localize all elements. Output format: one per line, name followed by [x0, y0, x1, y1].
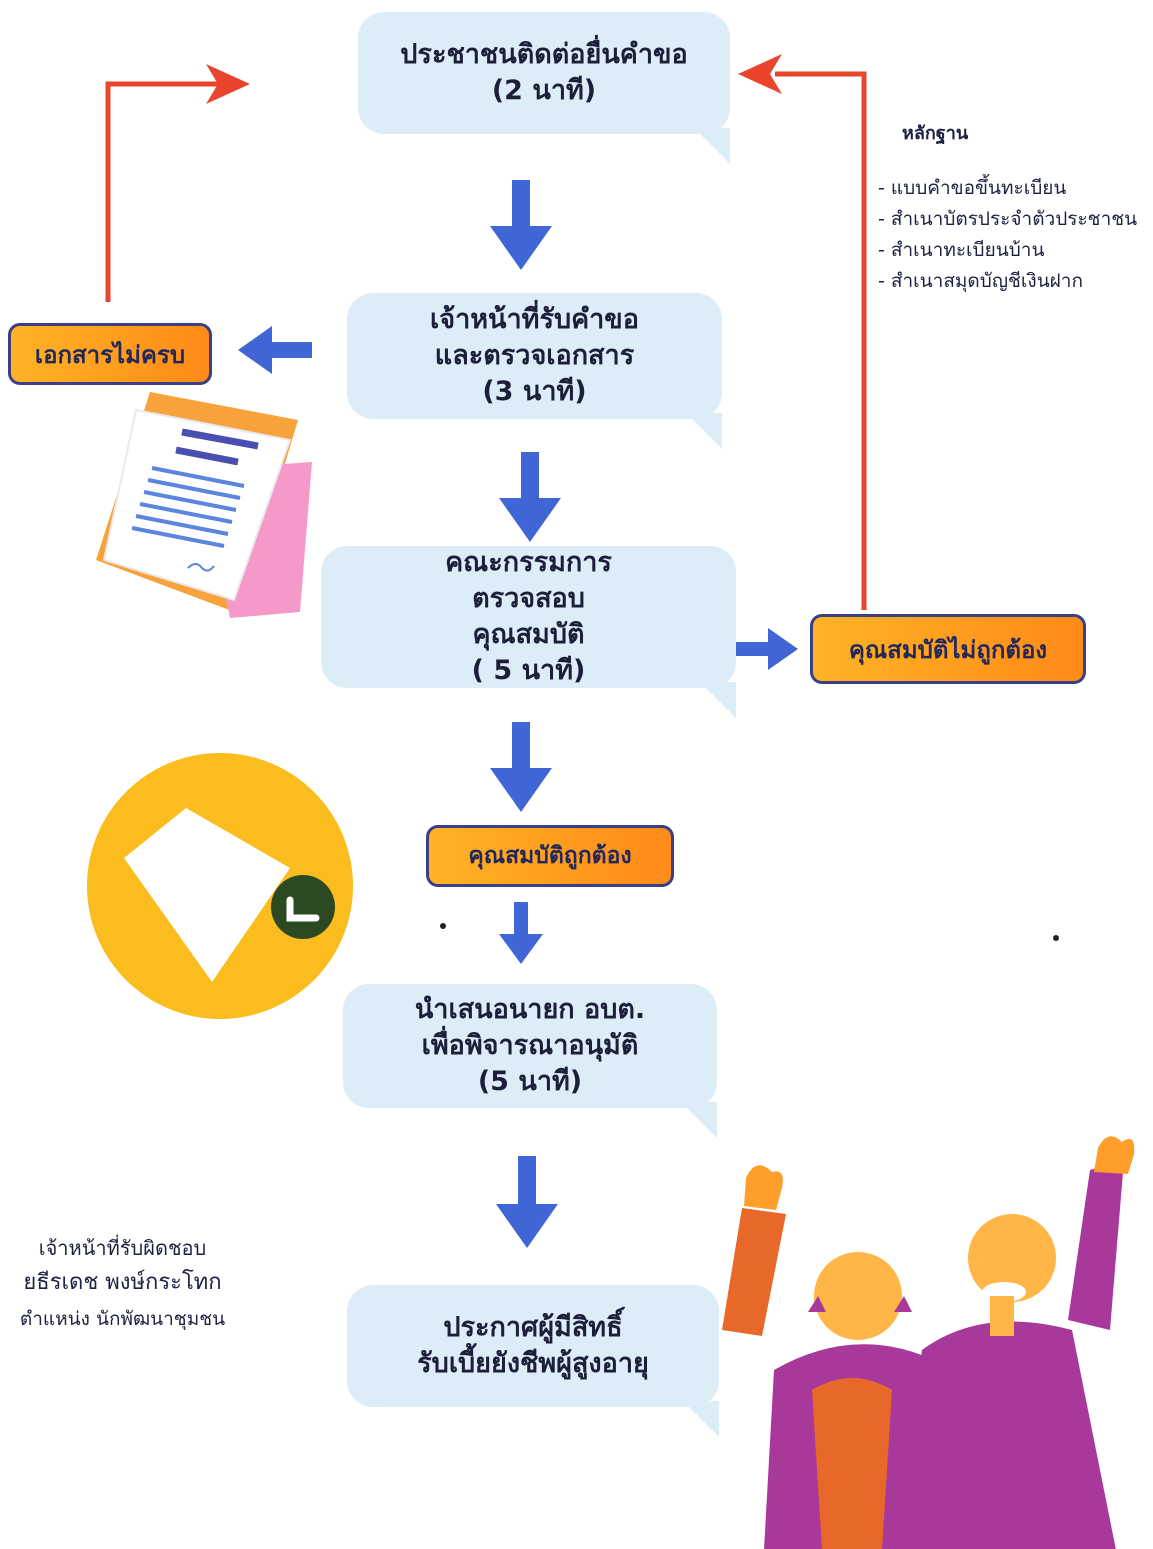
evidence-title: หลักฐาน [902, 123, 969, 144]
return-arrow-right-head [738, 54, 782, 94]
responsible-name: ยธีรเดช พงษ์กระโทก [23, 1270, 222, 1295]
step-submit-line1: ประชาชนติดต่อยื่นคำขอ [400, 39, 688, 70]
down-arrow-1 [490, 180, 552, 270]
step-receive-line1: เจ้าหน้าที่รับคำขอ [430, 304, 639, 335]
step-propose-line2: เพื่อพิจารณาอนุมัติ [421, 1030, 639, 1061]
step-committee-line3: คุณสมบัติ [472, 619, 585, 650]
tag-valid-qualification: คุณสมบัติถูกต้อง [426, 825, 674, 887]
step-propose-line3: (5 นาที) [477, 1066, 583, 1097]
document-illustration [96, 392, 312, 618]
responsible-heading: เจ้าหน้าที่รับผิดชอบ [38, 1236, 207, 1260]
dot [1053, 935, 1059, 941]
step-committee-check: คณะกรรมการ ตรวจสอบ คุณสมบัติ ( 5 นาที) [321, 546, 736, 718]
return-arrow-right-line [775, 71, 867, 610]
step-announce: ประกาศผู้มีสิทธิ์ รับเบี้ยยังชีพผู้สูงอา… [347, 1285, 719, 1437]
down-arrow-2 [499, 452, 561, 542]
responsible-position: ตำแหน่ง นักพัฒนาชุมชน [19, 1308, 226, 1330]
evidence-list: หลักฐาน - แบบคำขอขึ้นทะเบียน - สำเนาบัตร… [878, 118, 1137, 297]
return-arrow-left-head [206, 64, 250, 104]
left-arrow [238, 326, 312, 374]
evidence-item: - สำเนาสมุดบัญชีเงินฝาก [878, 270, 1083, 292]
down-arrow-4 [499, 902, 543, 964]
step-committee-line1: คณะกรรมการ [445, 547, 612, 578]
evidence-item: - สำเนาทะเบียนบ้าน [878, 239, 1045, 261]
step-committee-line2: ตรวจสอบ [472, 583, 585, 614]
tag-incomplete-documents: เอกสารไม่ครบ [8, 323, 212, 385]
step-submit-line2: (2 นาที) [491, 75, 597, 106]
tag-invalid-qualification: คุณสมบัติไม่ถูกต้อง [810, 614, 1086, 684]
step-receive-line3: (3 นาที) [482, 376, 587, 407]
evidence-item: - สำเนาบัตรประจำตัวประชาชน [878, 208, 1138, 230]
elderly-couple-illustration [722, 1136, 1135, 1549]
evidence-item: - แบบคำขอขึ้นทะเบียน [878, 177, 1067, 199]
step-announce-line2: รับเบี้ยยังชีพผู้สูงอายุ [417, 1348, 649, 1379]
right-arrow [734, 628, 798, 670]
down-arrow-3 [490, 722, 552, 812]
step-receive-line2: และตรวจเอกสาร [434, 340, 635, 371]
step-announce-line1: ประกาศผู้มีสิทธิ์ [443, 1312, 623, 1343]
step-propose-mayor: นำเสนอนายก อบต. เพื่อพิจารณาอนุมัติ (5 น… [343, 984, 717, 1138]
step-committee-line4: ( 5 นาที) [471, 655, 586, 686]
approved-badge-illustration [87, 753, 353, 1019]
dot [440, 923, 446, 929]
return-arrow-left-line [105, 81, 218, 302]
step-officer-receive: เจ้าหน้าที่รับคำขอ และตรวจเอกสาร (3 นาที… [347, 293, 722, 449]
step-submit-request: ประชาชนติดต่อยื่นคำขอ (2 นาที) [358, 12, 730, 164]
down-arrow-5 [496, 1156, 558, 1248]
responsible-officer: เจ้าหน้าที่รับผิดชอบ ยธีรเดช พงษ์กระโทก … [0, 1232, 245, 1336]
step-propose-line1: นำเสนอนายก อบต. [414, 994, 646, 1025]
